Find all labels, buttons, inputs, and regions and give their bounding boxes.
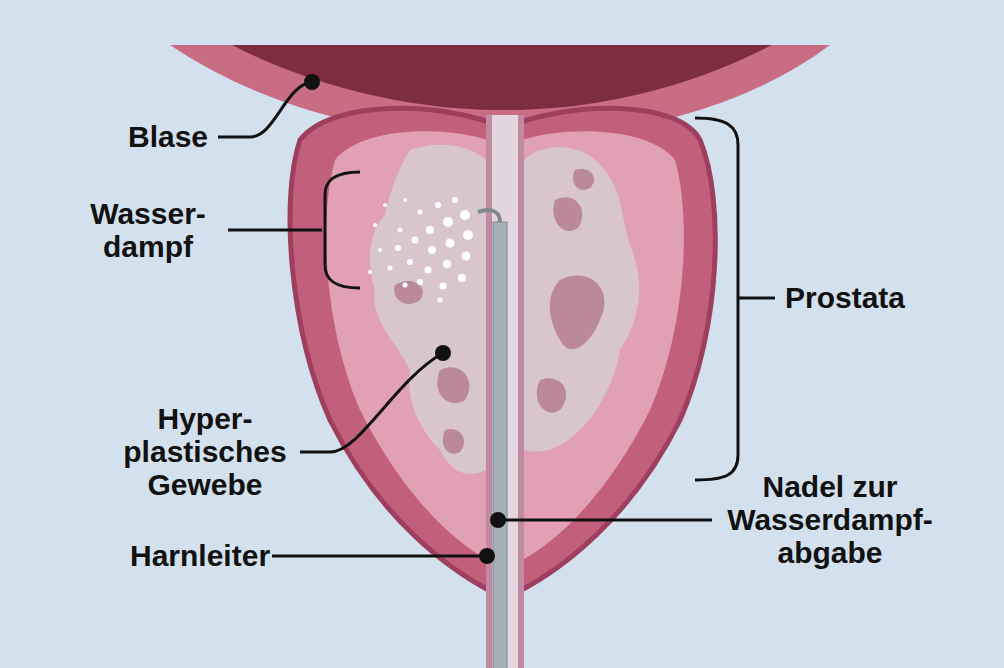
needle-tip [478,210,500,222]
steam-dots [368,197,473,303]
hyperplastic-tissue [370,145,486,474]
part-label: Wasser- dampf [78,197,218,263]
part-label: Hyper- plastisches Gewebe [115,402,295,501]
right-lobe [522,131,684,560]
part-label: Harnleiter [130,539,270,572]
part-label: Nadel zur Wasserdampf- abgabe [720,470,940,569]
needle [493,222,507,668]
part-label: Prostata [785,281,905,314]
bladder-lumen [232,45,772,110]
urethra-lumen [492,115,518,668]
left-lobe [326,131,488,560]
leader-lines [218,82,775,556]
hyperplastic-tissue [524,147,639,452]
leader-dots [304,74,506,564]
urethra [486,115,524,668]
part-label: Blase [128,120,208,153]
